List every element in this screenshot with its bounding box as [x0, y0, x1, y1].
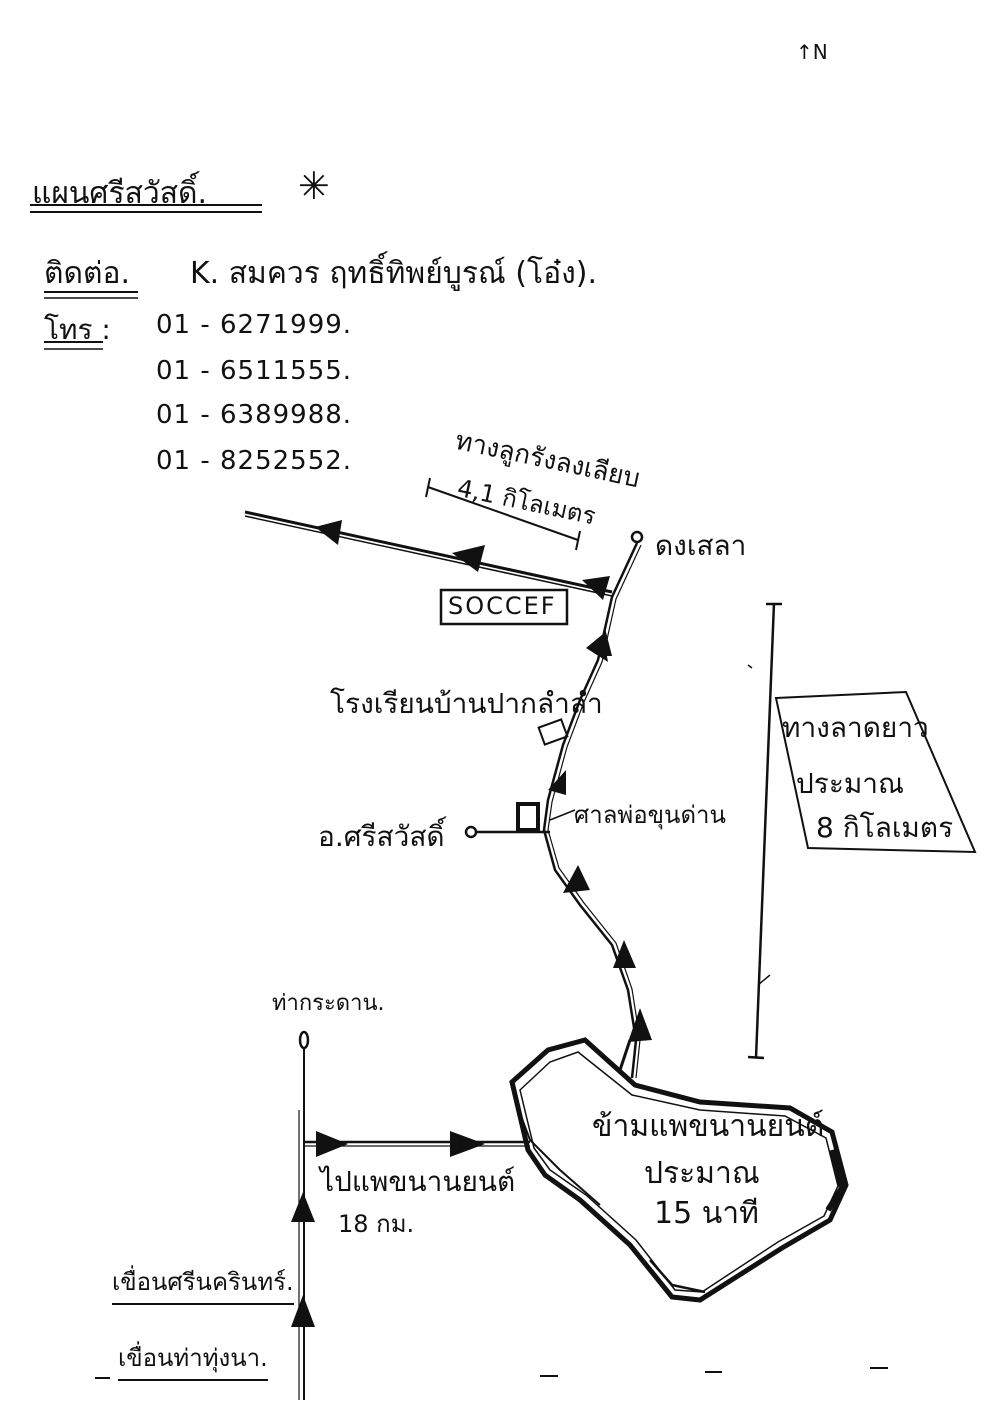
long-slope-line: [747, 602, 782, 1060]
road-to-dongsala: [244, 510, 613, 600]
soccef-box: [439, 588, 569, 626]
slope-note-line: ประมาณ: [796, 767, 905, 800]
road-tha-kradan: [291, 1030, 530, 1400]
arrow-west-icon: [315, 520, 342, 545]
main-road: [542, 542, 652, 1079]
phone-number: 01 - 6271999.: [156, 310, 353, 340]
dam-label: เขื่อนศรีนครินทร์.: [112, 1262, 294, 1305]
school-building-icon: [537, 718, 569, 746]
school-label: โรงเรียนบ้านปากลำลำ: [330, 687, 603, 720]
arrow-north-icon: [563, 865, 590, 893]
arrow-east-icon: [450, 1131, 485, 1157]
distance-marker: [425, 477, 581, 551]
phone-number: 01 - 8252552.: [156, 446, 353, 476]
arrow-west-icon: [582, 576, 610, 600]
shrine-label: ศาลพ่อขุนด่าน: [574, 801, 726, 829]
arrow-north-icon: [548, 770, 566, 795]
slope-note-box: [774, 690, 977, 854]
dongsala-node: [630, 530, 644, 544]
arrow-north-icon: [613, 940, 636, 968]
to-ferry-label: ไปแพขนานยนต์: [320, 1165, 516, 1198]
arrow-north-icon: [628, 1008, 652, 1042]
asterisk-mark: ✳: [298, 164, 330, 208]
ferry-note-line: ประมาณ: [644, 1156, 760, 1191]
reservoir: [509, 1037, 849, 1303]
phone-label: โทร :: [44, 313, 111, 346]
ferry-note-line: ข้ามแพขนานยนต์: [592, 1109, 825, 1144]
phone-number: 01 - 6389988.: [156, 400, 353, 430]
arrow-north-icon: [291, 1192, 315, 1222]
dam-label: เขื่อนท่าทุ่งนา.: [118, 1338, 268, 1381]
contact-name: K. สมควร ฤทธิ์ทิพย์บูรณ์ (โอ๋ง).: [190, 256, 598, 291]
shrine-icon: [516, 802, 540, 832]
tha-kradan-label: ท่ากระดาน.: [272, 991, 385, 1016]
phone-number: 01 - 6511555.: [156, 356, 353, 386]
north-arrow: ↑N: [796, 40, 828, 64]
arrow-north-icon: [586, 634, 608, 662]
contact-label: ติดต่อ.: [44, 256, 131, 291]
amphoe-label: อ.ศรีสวัสดิ์: [318, 820, 445, 853]
dongsala-label: ดงเสลา: [655, 529, 747, 562]
arrow-west-icon: [452, 545, 485, 572]
arrow-east-icon: [316, 1131, 348, 1157]
amphoe-junction: [464, 802, 576, 839]
soccef-label: SOCCEF: [448, 592, 557, 620]
slope-note-line: ทางลาดยาว: [782, 711, 929, 744]
slope-note-line: 8 กิโลเมตร: [816, 811, 954, 844]
ferry-note-line: 15 นาที: [654, 1196, 759, 1231]
page-title: แผนศรีสวัสดิ์.: [32, 176, 208, 211]
distance-18km-label: 18 กม.: [338, 1210, 415, 1238]
arrow-north-icon: [291, 1295, 315, 1327]
